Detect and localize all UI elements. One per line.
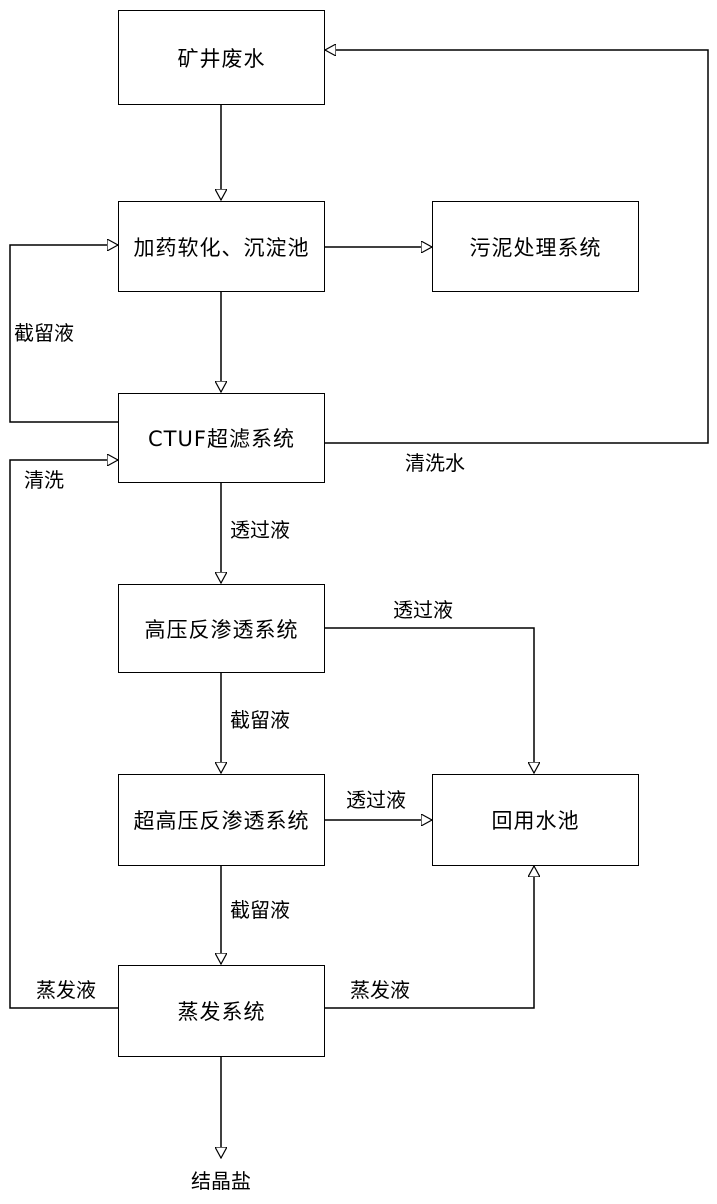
arrow-hpro-to-reuse [325,627,534,773]
label-crystal-salt: 结晶盐 [191,1169,251,1193]
arrow-evap-clean-loop [9,460,118,1009]
label-cleaning: 清洗 [24,468,64,492]
box-sludge-treatment: 污泥处理系统 [432,201,639,292]
label-permeate-hpro: 透过液 [393,598,453,622]
box-ctuf-ultrafiltration: CTUF超滤系统 [118,393,325,483]
label-retentate-hpro: 截留液 [230,708,290,732]
box-high-pressure-ro: 高压反渗透系统 [118,584,325,673]
label-retentate-uhpro: 截留液 [230,898,290,922]
box-evaporation: 蒸发系统 [118,965,325,1057]
box-mine-water: 矿井废水 [118,10,325,105]
label-cleaning-water: 清洗水 [405,451,465,475]
arrow-retentate-loop [9,245,118,423]
box-reuse-pool: 回用水池 [432,774,639,866]
arrow-cleaning-water-loop [325,50,709,444]
label-evap-liquid-left: 蒸发液 [36,978,96,1002]
box-softening-sedimentation: 加药软化、沉淀池 [118,201,325,292]
label-permeate-ctuf: 透过液 [230,518,290,542]
arrow-evap-to-reuse [325,866,534,1009]
box-ultra-high-pressure-ro: 超高压反渗透系统 [118,774,325,866]
label-retentate-left: 截留液 [14,321,74,345]
label-permeate-uhpro: 透过液 [346,788,406,812]
label-evap-liquid-right: 蒸发液 [350,978,410,1002]
